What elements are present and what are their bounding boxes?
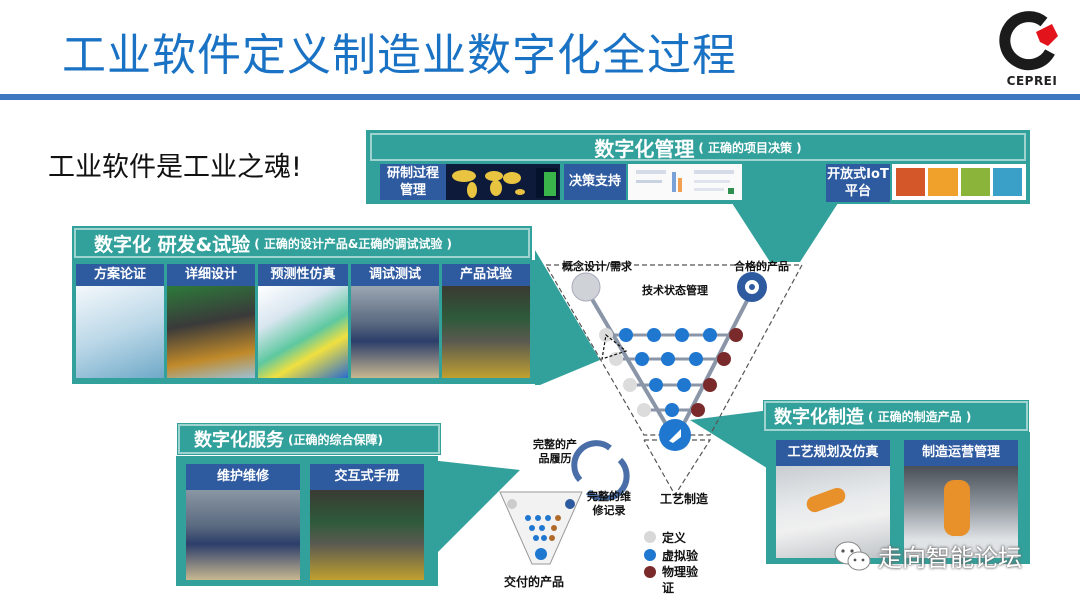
robot-operations-image: [904, 466, 1018, 558]
robot-planning-image: [776, 466, 890, 558]
scheme-image: [76, 286, 164, 378]
manufacturing-tiles: 工艺规划及仿真 制造运营管理: [776, 440, 1022, 558]
management-panel: 数字化管理 ( 正确的项目决策 ) 研制过程管理 决策支持: [366, 130, 1030, 204]
v-label-process-mfg: 工艺制造: [660, 492, 709, 506]
title-divider: [0, 94, 1080, 100]
factory-icon: [896, 168, 926, 196]
simulation-image: [258, 286, 348, 378]
manufacturing-subtitle: ( 正确的制造产品 ): [868, 409, 972, 424]
management-item-iot[interactable]: 开放式IoT平台: [826, 164, 890, 202]
rnd-tile-product-test[interactable]: 产品试验: [442, 264, 530, 380]
management-title: 数字化管理: [594, 136, 695, 161]
dashboard-image: [628, 164, 742, 200]
robot-body-shape: [944, 480, 970, 536]
management-subtitle: ( 正确的项目决策 ): [698, 140, 802, 155]
rnd-tile-scheme[interactable]: 方案论证: [76, 264, 164, 380]
manufacturing-tile-planning[interactable]: 工艺规划及仿真: [776, 440, 890, 558]
mini-v-diagram: [499, 491, 583, 565]
legend: 定义 虚拟验 物理验证: [644, 528, 724, 596]
cycle-label-maintenance: 完整的维修记录: [587, 490, 631, 517]
maintenance-image: [186, 490, 300, 580]
pcb-image: [167, 286, 255, 378]
definition-dot-icon: [644, 531, 656, 543]
service-tile-manual[interactable]: 交互式手册: [310, 464, 424, 580]
robot-arm-shape: [804, 485, 848, 515]
monitor-icon: [992, 168, 1022, 196]
concept-node: [571, 272, 601, 302]
cycle-arrows-icon: [571, 440, 630, 500]
service-tiles: 维护维修 交互式手册: [186, 464, 426, 580]
management-item-process[interactable]: 研制过程管理: [380, 164, 446, 200]
product-test-image: [442, 286, 530, 378]
rnd-header: 数字化 研发&试验 ( 正确的设计产品&正确的调试试验 ): [73, 227, 531, 259]
iot-icons: [892, 164, 1026, 200]
logo-text: CEPREI: [1006, 74, 1058, 88]
rnd-tile-simulation[interactable]: 预测性仿真: [258, 264, 348, 380]
legend-item-definition: 定义: [644, 528, 724, 546]
watermark: 走向智能论坛: [834, 538, 1022, 573]
v-label-config-mgmt: 技术状态管理: [642, 284, 708, 297]
legend-item-virtual: 虚拟验: [644, 546, 724, 564]
v-label-concept: 概念设计/需求: [562, 260, 633, 273]
wechat-icon: [834, 541, 871, 570]
rnd-subtitle: ( 正确的设计产品&正确的调试试验 ): [254, 236, 452, 251]
manufacturing-header: 数字化制造 ( 正确的制造产品 ): [763, 400, 1029, 432]
v-label-qualified: 合格的产品: [734, 260, 789, 273]
globe-icon: [928, 168, 958, 196]
world-map-icon: [452, 168, 558, 198]
delivered-product-label: 交付的产品: [504, 575, 565, 589]
rnd-title: 数字化 研发&试验: [94, 233, 251, 256]
rnd-tile-detail[interactable]: 详细设计: [167, 264, 255, 380]
interactive-manual-image: [310, 490, 424, 580]
physical-dot-icon: [644, 566, 656, 578]
logo-mark-icon: [999, 11, 1058, 71]
cycle-label-history: 完整的产品履历: [533, 438, 577, 465]
world-map-image: [446, 164, 560, 200]
slogan: 工业软件是工业之魂!: [48, 152, 302, 183]
rnd-tile-testing[interactable]: 调试测试: [351, 264, 439, 380]
management-header: 数字化管理 ( 正确的项目决策 ): [369, 132, 1027, 162]
manufacturing-tile-operations[interactable]: 制造运营管理: [904, 440, 1018, 558]
legend-item-physical: 物理验证: [644, 564, 724, 596]
dashboard-icon: [636, 170, 734, 194]
service-title: 数字化服务: [194, 430, 284, 451]
testing-image: [351, 286, 439, 378]
watermark-text: 走向智能论坛: [878, 544, 1022, 572]
rnd-tiles: 方案论证 详细设计 预测性仿真 调试测试 产品试验: [76, 264, 536, 380]
service-subtitle: (正确的综合保障): [288, 432, 383, 447]
page-title: 工业软件定义制造业数字化全过程: [62, 30, 737, 81]
service-header: 数字化服务 (正确的综合保障): [177, 423, 441, 455]
manufacturing-title: 数字化制造: [774, 407, 864, 428]
management-item-decision[interactable]: 决策支持: [564, 164, 626, 200]
virtual-dot-icon: [644, 549, 656, 561]
service-tile-maintenance[interactable]: 维护维修: [186, 464, 300, 580]
machine-icon: [960, 168, 990, 196]
v-model-diagram: [545, 264, 804, 495]
cepre-logo: CEPREI: [996, 8, 1068, 92]
